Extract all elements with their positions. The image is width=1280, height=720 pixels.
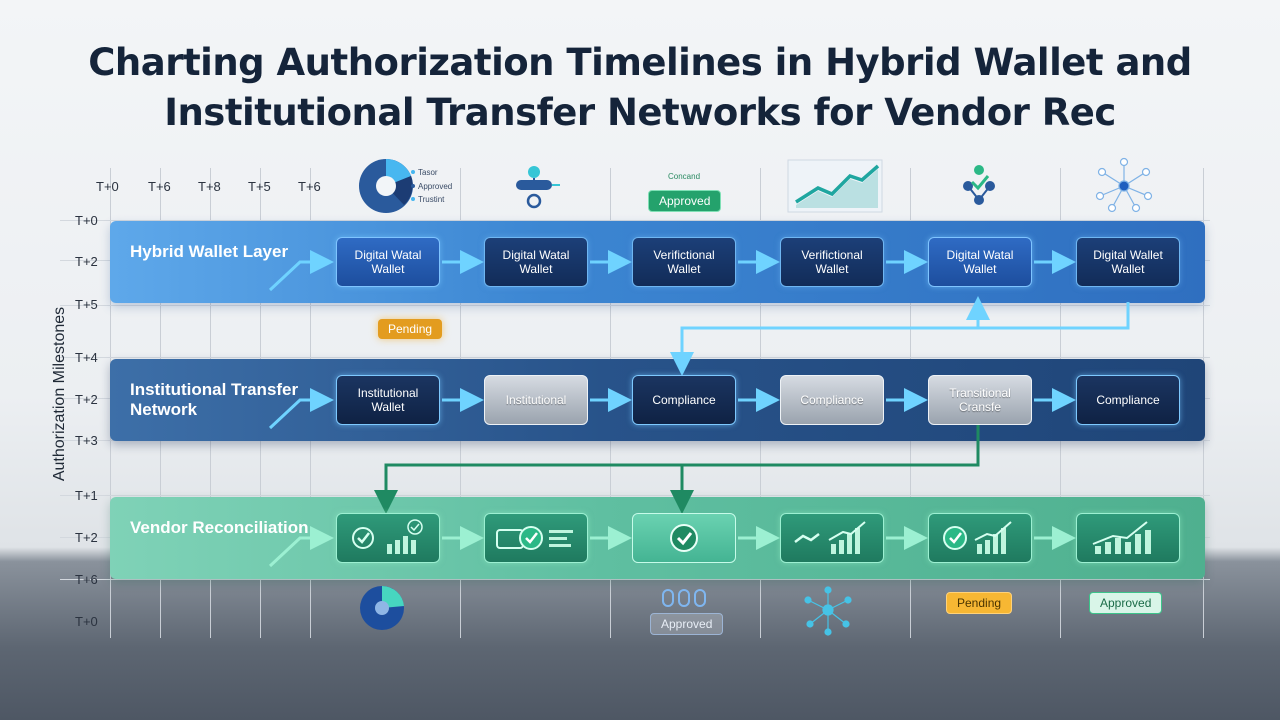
node-institutional-6[interactable]: Compliance <box>1076 375 1180 425</box>
check-network-icon <box>963 165 995 205</box>
grid-line <box>60 579 1210 580</box>
y-tick: T+5 <box>75 297 98 312</box>
y-tick: T+1 <box>75 488 98 503</box>
node-institutional-3[interactable]: Compliance <box>632 375 736 425</box>
pie-chart-icon <box>360 585 404 630</box>
y-tick: T+0 <box>75 614 98 629</box>
status-badge-approved: Approved <box>648 190 722 212</box>
concand-label: Concand <box>668 172 701 181</box>
legend-item: Approved <box>418 182 453 191</box>
grid-line <box>60 220 1210 221</box>
y-tick: T+2 <box>75 530 98 545</box>
grid-line <box>60 305 1210 306</box>
status-badge-approved: Approved <box>1089 592 1163 614</box>
workflow-icon <box>516 166 560 209</box>
title-line-1: Charting Authorization Timelines in Hybr… <box>88 41 1192 84</box>
node-network-icon <box>804 586 852 636</box>
check-bars-icon <box>352 519 423 554</box>
x-tick: T+6 <box>298 179 321 194</box>
legend-item: Tasor <box>418 168 438 177</box>
node-wallet-3[interactable]: Verifictional Wallet <box>632 237 736 287</box>
node-institutional-5[interactable]: Transitional Cransfe <box>928 375 1032 425</box>
lane-label-wallet: Hybrid Wallet Layer <box>130 242 289 261</box>
x-tick: T+6 <box>148 179 171 194</box>
title-line-2: Institutional Transfer Networks for Vend… <box>164 91 1116 134</box>
pie-chart-icon <box>359 159 415 213</box>
grid-line <box>60 357 1210 358</box>
check-growth-icon <box>943 521 1012 554</box>
node-vendor-2[interactable] <box>484 513 588 563</box>
status-badge-pending: Pending <box>946 592 1013 614</box>
node-wallet-6[interactable]: Digital Wallet Wallet <box>1076 237 1180 287</box>
y-tick: T+0 <box>75 213 98 228</box>
legend-item: Trustint <box>418 195 445 204</box>
grid-line <box>60 495 1210 496</box>
status-badge-pending: Pending <box>378 319 443 339</box>
node-institutional-4[interactable]: Compliance <box>780 375 884 425</box>
handshake-chart-icon <box>794 521 866 554</box>
node-wallet-2[interactable]: Digital Watal Wallet <box>484 237 588 287</box>
check-circle-icon <box>670 524 698 552</box>
node-wallet-5[interactable]: Digital Watal Wallet <box>928 237 1032 287</box>
x-tick: T+8 <box>198 179 221 194</box>
node-wallet-1[interactable]: Digital Watal Wallet <box>336 237 440 287</box>
node-wallet-4[interactable]: Verifictional Wallet <box>780 237 884 287</box>
y-tick: T+6 <box>75 572 98 587</box>
trend-chart-icon <box>787 159 883 213</box>
status-badge-approved: Approved <box>650 613 724 635</box>
x-tick: T+5 <box>248 179 271 194</box>
node-vendor-5[interactable] <box>928 513 1032 563</box>
diagram-title: Charting Authorization Timelines in Hybr… <box>0 38 1280 138</box>
y-tick: T+4 <box>75 350 98 365</box>
node-vendor-6[interactable] <box>1076 513 1180 563</box>
y-tick: T+2 <box>75 254 98 269</box>
node-vendor-4[interactable] <box>780 513 884 563</box>
y-tick: T+3 <box>75 433 98 448</box>
wallet-check-icon <box>496 526 573 550</box>
lane-label-institutional: Institutional Transfer Network <box>130 380 299 419</box>
node-institutional-1[interactable]: Institutional Wallet <box>336 375 440 425</box>
toggle-icon <box>662 589 706 607</box>
y-tick: T+2 <box>75 392 98 407</box>
lane-label-vendor: Vendor Reconciliation <box>130 518 309 537</box>
node-vendor-3[interactable] <box>632 513 736 563</box>
x-tick: T+0 <box>96 179 119 194</box>
node-institutional-2[interactable]: Institutional <box>484 375 588 425</box>
bar-growth-icon <box>1092 521 1151 554</box>
node-network-icon <box>1095 157 1153 213</box>
node-vendor-1[interactable] <box>336 513 440 563</box>
